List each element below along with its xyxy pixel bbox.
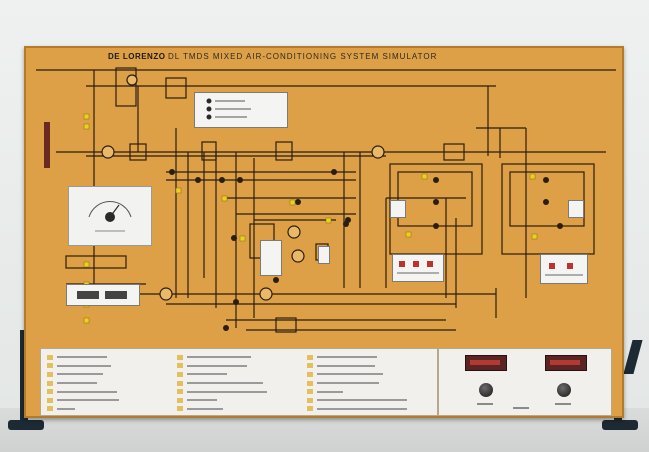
right-stand-foot <box>602 420 638 430</box>
right-fault-switch-module <box>540 254 588 284</box>
heater-module <box>66 284 140 306</box>
left-fault-switch-module <box>392 254 444 282</box>
legend-column-2 <box>177 353 305 413</box>
right-stand-brace <box>623 340 643 374</box>
legend-column-3 <box>307 353 435 413</box>
brand-logo-text: DE LORENZO <box>108 52 166 61</box>
right-setpoint-knob[interactable] <box>557 383 571 397</box>
center-label <box>513 407 529 409</box>
left-knob-label <box>477 403 493 405</box>
left-stand-foot <box>8 420 44 430</box>
controller-module <box>194 92 288 128</box>
hygrometer-gauge <box>68 186 152 246</box>
humidifier-module <box>260 240 282 276</box>
left-coil-module <box>390 200 406 218</box>
left-digital-display <box>465 355 507 371</box>
right-knob-label <box>555 403 571 405</box>
right-digital-display <box>545 355 587 371</box>
panel-title: DL TMDS MIXED AIR-CONDITIONING SYSTEM SI… <box>168 52 438 61</box>
sensor-module <box>318 246 330 264</box>
legend-panel <box>40 348 438 416</box>
right-coil-module <box>568 200 584 218</box>
legend-column-1 <box>47 353 175 413</box>
control-panel <box>438 348 612 416</box>
left-setpoint-knob[interactable] <box>479 383 493 397</box>
